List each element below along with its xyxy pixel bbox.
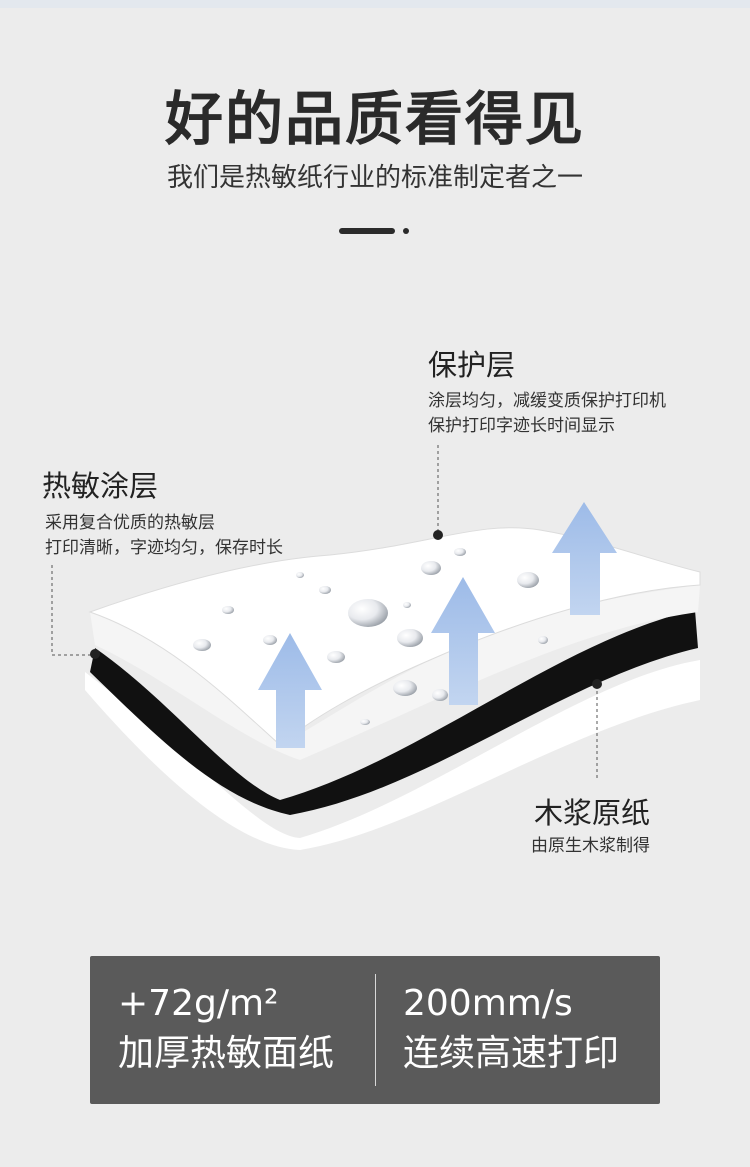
protective-layer-desc-1: 涂层均匀，减缓变质保护打印机 [428, 391, 666, 411]
water-droplets [193, 548, 548, 725]
thermal-layer-desc-2: 打印清晰，字迹均匀，保存时长 [45, 538, 283, 558]
thermal-layer-title: 热敏涂层 [42, 469, 159, 503]
pulp-layer-desc: 由原生木浆制得 [531, 836, 650, 856]
spec-box: +72g/m² 加厚热敏面纸 200mm/s 连续高速打印 [90, 956, 660, 1104]
arrow-right [552, 502, 617, 615]
spec-thickness: +72g/m² 加厚热敏面纸 [118, 982, 334, 1078]
spec-speed-value: 200mm/s [403, 983, 573, 1024]
arrow-left [258, 633, 322, 748]
divider-dot [403, 228, 409, 234]
pulp-layer-title: 木浆原纸 [534, 796, 651, 830]
page-subtitle: 我们是热敏纸行业的标准制定者之一 [166, 163, 583, 193]
upward-arrows [258, 502, 617, 748]
pulp-paper-layer [90, 610, 698, 815]
spec-speed-label: 连续高速打印 [403, 1033, 620, 1074]
protective-layer-desc-2: 保护打印字迹长时间显示 [428, 416, 615, 436]
leader-lines [51, 445, 598, 780]
leader-dots [90, 530, 602, 689]
spec-speed: 200mm/s 连续高速打印 [403, 982, 619, 1078]
spec-thickness-label: 加厚热敏面纸 [118, 1033, 335, 1074]
thermal-coating-layer [90, 585, 700, 760]
page-title: 好的品质看得见 [164, 85, 585, 153]
top-strip [0, 0, 750, 8]
thermal-layer-desc-1: 采用复合优质的热敏层 [45, 513, 215, 533]
protective-layer-title: 保护层 [428, 348, 516, 382]
base-paper-layer [85, 660, 700, 850]
arrow-middle [431, 577, 495, 705]
spec-thickness-value: +72g/m² [118, 983, 279, 1024]
spec-separator [375, 974, 376, 1086]
divider-bar [339, 228, 395, 234]
